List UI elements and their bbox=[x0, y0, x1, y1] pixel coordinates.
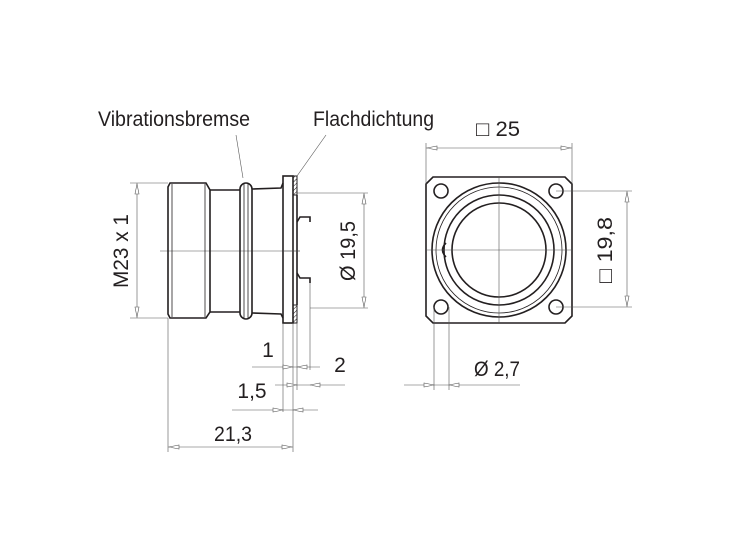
dimension-square-outer: □ 25 bbox=[425, 118, 573, 184]
dim-length-label: 21,3 bbox=[214, 423, 252, 446]
dimension-inner-diameter: Ø 19,5 bbox=[297, 192, 368, 309]
body-rear bbox=[251, 182, 284, 319]
dim-thread-label: M23 x 1 bbox=[110, 214, 133, 288]
label-flat-gasket: Flachdichtung bbox=[313, 108, 434, 131]
dim-2-label: 2 bbox=[334, 354, 346, 377]
flange bbox=[282, 175, 294, 324]
leader-vibration-brake bbox=[235, 134, 244, 179]
dim-square-holes-label: □ 19,8 bbox=[594, 217, 617, 283]
dimension-axial: 1 2 1,5 21,3 bbox=[167, 283, 346, 452]
gasket-bottom bbox=[292, 304, 298, 324]
dim-1-label: 1 bbox=[262, 339, 274, 362]
dimension-hole-diameter: Ø 2,7 bbox=[404, 307, 520, 390]
leader-flat-gasket bbox=[296, 134, 327, 177]
front-tabs bbox=[296, 216, 311, 283]
mounting-hole bbox=[433, 183, 449, 199]
mounting-hole bbox=[433, 299, 449, 315]
square-flange bbox=[425, 176, 573, 324]
gasket-top bbox=[292, 175, 298, 196]
dim-1-5-label: 1,5 bbox=[237, 380, 266, 403]
dim-square-outer-label: □ 25 bbox=[476, 118, 520, 141]
neck bbox=[210, 189, 240, 313]
label-vibration-brake: Vibrationsbremse bbox=[98, 108, 250, 131]
vibration-brake-ring bbox=[239, 182, 253, 320]
thread-body bbox=[167, 182, 211, 319]
dim-inner-diameter-label: Ø 19,5 bbox=[337, 221, 360, 281]
front-view bbox=[425, 176, 573, 324]
side-view bbox=[160, 175, 311, 324]
dim-hole-diameter-label: Ø 2,7 bbox=[474, 358, 520, 381]
dimension-thread: M23 x 1 bbox=[110, 182, 168, 319]
dimension-square-holes: □ 19,8 bbox=[556, 190, 632, 308]
